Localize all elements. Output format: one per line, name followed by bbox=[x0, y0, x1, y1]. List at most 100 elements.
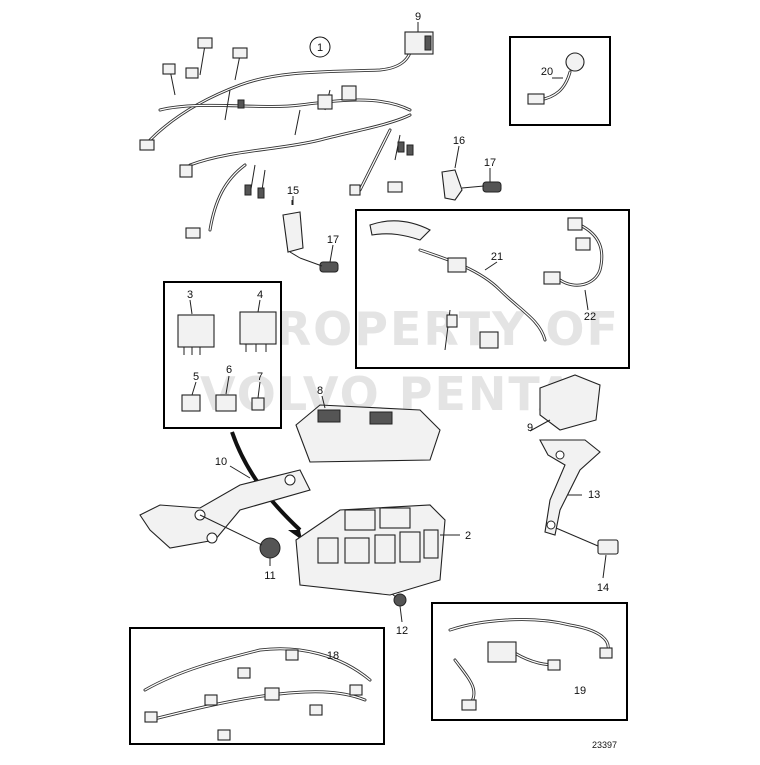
label-11: 11 bbox=[264, 570, 275, 582]
label-9-right: 9 bbox=[527, 422, 533, 434]
label-13: 13 bbox=[588, 489, 600, 501]
connector bbox=[349, 184, 361, 196]
connector bbox=[232, 47, 248, 59]
cable-clip-assembly bbox=[282, 200, 339, 273]
relay-box-2 bbox=[295, 504, 455, 596]
box-harness-19 bbox=[431, 602, 628, 721]
connector-21 bbox=[447, 257, 467, 273]
fuse-6 bbox=[215, 394, 237, 412]
connector bbox=[387, 181, 403, 193]
label-20: 20 bbox=[541, 66, 553, 78]
connector bbox=[185, 67, 199, 79]
relay-4 bbox=[239, 311, 277, 345]
connector bbox=[285, 649, 299, 661]
connector bbox=[162, 63, 176, 75]
label-6: 6 bbox=[226, 364, 232, 376]
connector-22 bbox=[543, 271, 561, 285]
bolt-hole bbox=[546, 520, 556, 530]
label-19: 19 bbox=[574, 685, 586, 697]
connector-bracket-assembly bbox=[539, 374, 619, 555]
label-8: 8 bbox=[317, 385, 323, 397]
drawing-number: 23397 bbox=[592, 740, 617, 750]
label-14: 14 bbox=[597, 582, 609, 594]
label-2: 2 bbox=[465, 530, 471, 542]
bolt-14 bbox=[597, 539, 619, 555]
socket bbox=[423, 529, 439, 559]
arrow-head bbox=[288, 530, 302, 540]
cover-slot bbox=[369, 411, 393, 425]
clamp-assembly bbox=[441, 169, 502, 201]
watermark-line-1: PROPERTY OF bbox=[240, 302, 620, 356]
connector-20 bbox=[527, 93, 545, 105]
bolt-hole bbox=[206, 532, 218, 544]
connector bbox=[197, 37, 213, 49]
connector bbox=[237, 667, 251, 679]
bracket-10 bbox=[139, 469, 311, 549]
box-parts-21-22 bbox=[355, 209, 630, 369]
connector bbox=[144, 711, 158, 723]
callout-labels: 1 2 3 4 5 6 7 8 9 9 10 11 12 13 14 15 16… bbox=[187, 11, 617, 750]
connector-latch bbox=[424, 35, 432, 51]
socket bbox=[317, 537, 339, 564]
box-relays-fuses bbox=[163, 281, 282, 429]
label-5: 5 bbox=[193, 371, 199, 383]
main-wiring-harness bbox=[139, 31, 434, 239]
label-10: 10 bbox=[215, 456, 227, 468]
fuse-holder bbox=[446, 314, 458, 328]
label-15: 15 bbox=[287, 185, 299, 197]
connector bbox=[185, 227, 201, 239]
connector bbox=[341, 85, 357, 101]
connector bbox=[264, 687, 280, 701]
socket bbox=[344, 509, 376, 531]
relay-3 bbox=[177, 314, 215, 348]
connector bbox=[139, 139, 155, 151]
connector-22 bbox=[575, 237, 591, 251]
module-19 bbox=[487, 641, 517, 663]
nut-12 bbox=[393, 593, 407, 607]
connector-21 bbox=[479, 331, 499, 349]
callout-circle bbox=[309, 36, 331, 58]
terminal bbox=[397, 141, 405, 153]
label-12: 12 bbox=[396, 625, 408, 637]
label-3: 3 bbox=[187, 289, 193, 301]
socket bbox=[379, 507, 411, 529]
connector-9 bbox=[539, 374, 601, 431]
terminal bbox=[237, 99, 245, 109]
terminal bbox=[244, 184, 252, 196]
fuse-5 bbox=[181, 394, 201, 412]
bolt-hole bbox=[284, 474, 296, 486]
label-22: 22 bbox=[584, 311, 596, 323]
fuse-box-cover-8 bbox=[295, 404, 441, 463]
leader-lines bbox=[189, 22, 607, 623]
connector bbox=[217, 729, 231, 741]
label-18: 18 bbox=[327, 650, 339, 662]
label-17-top: 17 bbox=[484, 157, 496, 169]
connector bbox=[599, 647, 613, 659]
terminal bbox=[257, 187, 265, 199]
connector bbox=[461, 699, 477, 711]
connector bbox=[317, 94, 333, 110]
connector-22 bbox=[567, 217, 583, 231]
label-16: 16 bbox=[453, 135, 465, 147]
socket bbox=[344, 537, 370, 564]
connector bbox=[349, 684, 363, 696]
sensor-20 bbox=[565, 52, 585, 72]
panel-outline bbox=[369, 220, 431, 241]
screw-17 bbox=[319, 261, 339, 273]
fuse-7 bbox=[251, 397, 265, 411]
connector bbox=[204, 694, 218, 706]
label-21: 21 bbox=[491, 251, 503, 263]
connector bbox=[309, 704, 323, 716]
label-4: 4 bbox=[257, 289, 263, 301]
screw-17 bbox=[482, 181, 502, 193]
bushing-11 bbox=[259, 537, 281, 559]
connector bbox=[547, 659, 561, 671]
socket bbox=[399, 531, 421, 563]
bolt-hole bbox=[555, 450, 565, 460]
box-harness-18 bbox=[129, 627, 385, 745]
watermark: PROPERTY OF VOLVO PENTA bbox=[200, 302, 620, 421]
connector bbox=[179, 164, 193, 178]
label-9-top: 9 bbox=[415, 11, 421, 23]
socket bbox=[374, 534, 396, 564]
